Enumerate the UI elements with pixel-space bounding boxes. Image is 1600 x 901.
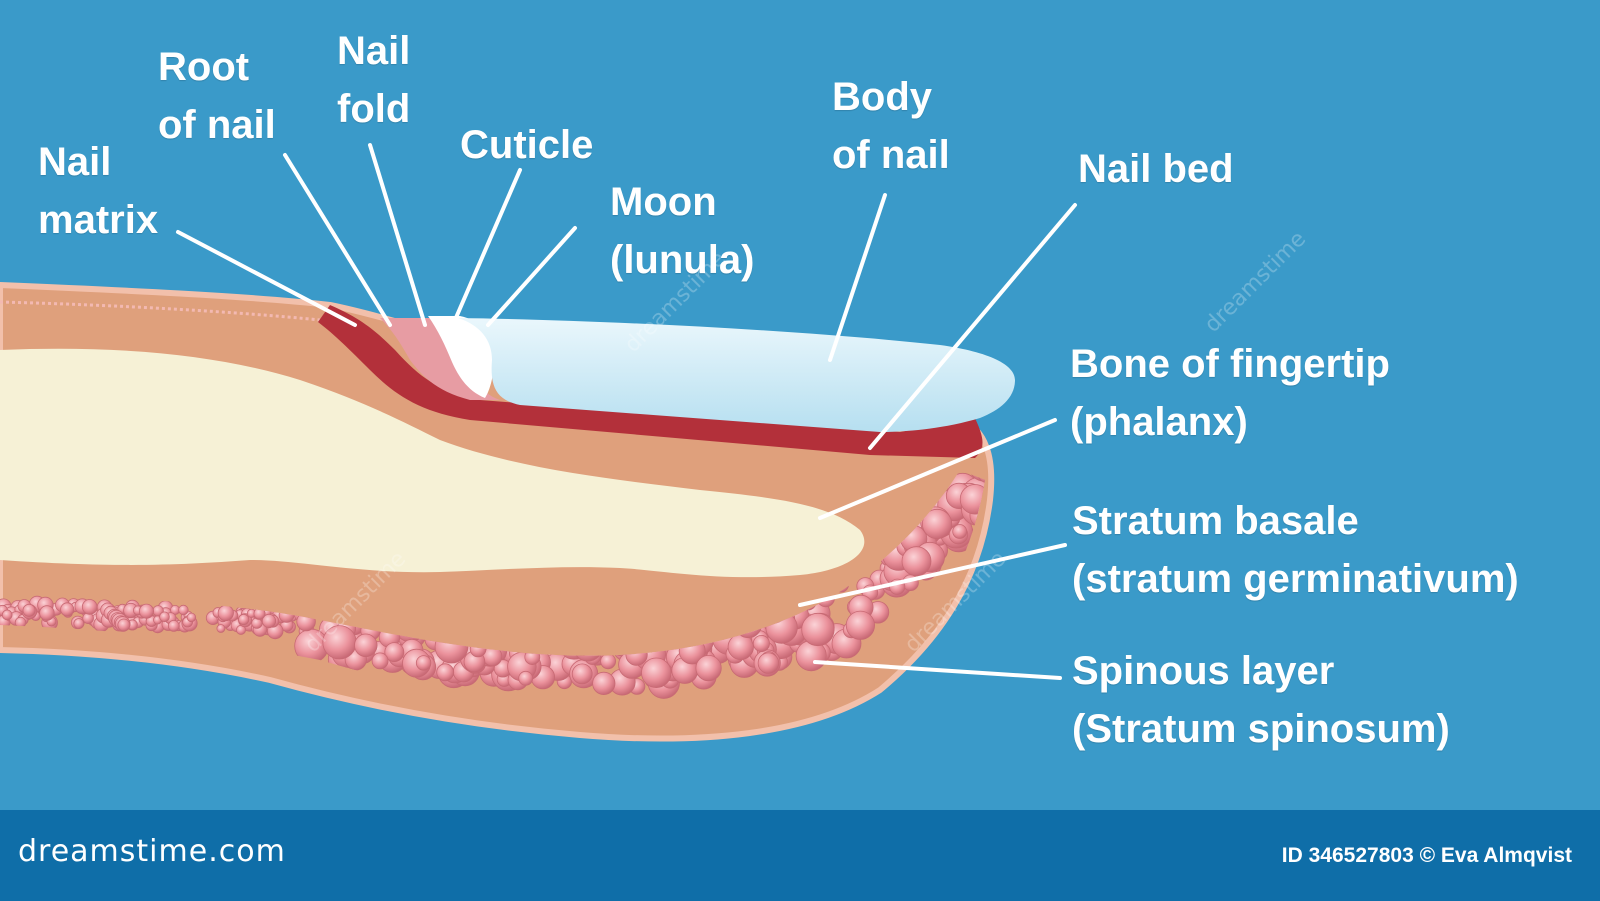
skin-cell [216, 624, 226, 633]
label-moon: Moon(lunula) [610, 180, 755, 282]
lunula-shape [428, 316, 495, 398]
skin-cell [641, 657, 672, 689]
skin-cell [138, 603, 154, 619]
leader-line-stratum-basale [798, 543, 1067, 607]
label-bone-of-fingertip: Bone of fingertip(phalanx) [1070, 342, 1390, 444]
image-credit: ID 346527803 © Eva Almqvist [1281, 844, 1572, 867]
leader-line-root-of-nail [283, 153, 392, 327]
skin-cell [1, 609, 13, 621]
skin-cell [261, 613, 277, 629]
skin-cell [752, 635, 770, 653]
leader-line-moon [486, 226, 577, 327]
skin-cell [217, 604, 234, 622]
skin-cell [901, 546, 932, 577]
skin-cell [695, 654, 722, 682]
nail-body-shape [458, 318, 1015, 432]
skin-cell [518, 670, 534, 686]
skin-cell [952, 524, 968, 539]
leader-line-cuticle [453, 168, 522, 322]
leader-line-nail-bed [868, 203, 1077, 450]
label-stratum-basale: Stratum basale(stratum germinativum) [1072, 499, 1519, 601]
skin-cell [384, 642, 405, 662]
skin-cell [757, 652, 780, 674]
leader-line-bone [818, 418, 1057, 520]
skin-cell [600, 653, 616, 670]
skin-cell [921, 508, 953, 540]
label-nail-bed: Nail bed [1078, 147, 1234, 191]
nail-bed-shape [318, 305, 983, 458]
skin-cell [81, 599, 98, 615]
skin-cell [117, 618, 131, 632]
label-spinous-layer: Spinous layer(Stratum spinosum) [1072, 649, 1450, 751]
skin-cell [371, 652, 389, 670]
watermark-brand: dreamstime.com [18, 834, 286, 869]
label-cuticle: Cuticle [460, 123, 594, 167]
skin-cell [845, 610, 876, 640]
skin-cell [415, 655, 432, 671]
skin-cell [238, 613, 250, 626]
leader-line-spinous-layer [813, 660, 1062, 680]
skin-cell [73, 618, 85, 629]
skin-cell [801, 612, 835, 647]
skin-cell [159, 611, 170, 623]
skin-cell [592, 671, 616, 696]
leader-line-body-of-nail [828, 193, 887, 362]
skin-cell [22, 603, 36, 617]
skin-cell [436, 663, 455, 682]
watermark-footer: dreamstime.com ID 346527803 © Eva Almqvi… [0, 810, 1600, 901]
skin-inner-line [0, 300, 321, 322]
skin-cell [571, 663, 593, 685]
skin-cell [186, 612, 197, 623]
leader-line-nail-fold [368, 143, 427, 327]
skin-cell [178, 604, 189, 616]
skin-cell [167, 620, 180, 632]
skin-cell [354, 633, 378, 658]
bone-shape [0, 348, 865, 578]
leader-line-nail-matrix [176, 230, 357, 327]
skin-cell [60, 602, 75, 617]
skin-cell [39, 605, 55, 621]
